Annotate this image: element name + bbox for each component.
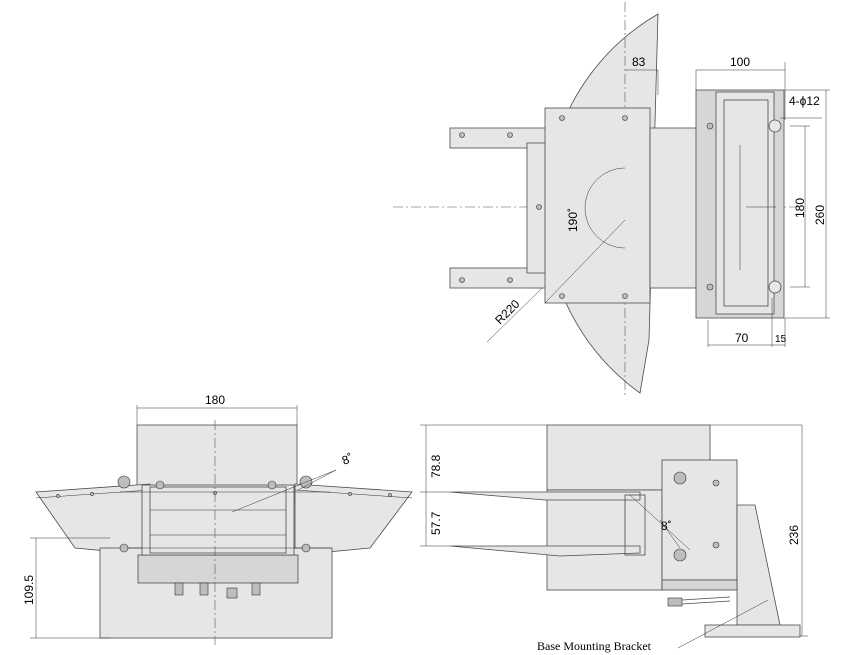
top-view: 83 100 4-ϕ12 180 260 70 15 190˚ R220 — [393, 2, 830, 395]
side-view: 78.8 57.7 8˚ 236 Base Mounting Bracket — [420, 424, 808, 653]
lower-jaw — [449, 545, 641, 557]
angle-semicircle — [584, 167, 626, 249]
mount-hole — [768, 119, 782, 133]
main-body — [544, 107, 651, 304]
front-dim-height: 109.5 — [22, 575, 36, 605]
center-housing — [141, 484, 295, 556]
dim-100: 100 — [730, 55, 750, 69]
side-dim-angle: 8˚ — [661, 519, 672, 533]
side-dim-78-8: 78.8 — [429, 454, 443, 478]
side-bracket — [661, 459, 738, 581]
dim-180: 180 — [793, 198, 807, 218]
caption-leader — [677, 599, 769, 649]
dim-angle: 190˚ — [566, 208, 580, 232]
mount-hole — [768, 280, 782, 294]
dim-70: 70 — [735, 331, 749, 345]
side-dim-57-7: 57.7 — [429, 511, 443, 535]
dim-15: 15 — [775, 334, 787, 345]
dim-hole: 4-ϕ12 — [789, 94, 820, 108]
front-dim-angle: 8˚ — [340, 451, 355, 468]
base-mounting-bracket-caption: Base Mounting Bracket — [537, 639, 652, 653]
right-wing — [294, 483, 413, 556]
front-view: 180 8˚ 109.5 — [22, 393, 413, 645]
side-dim-236: 236 — [787, 525, 801, 545]
base-mounting-bracket — [736, 504, 781, 626]
upper-jaw — [449, 491, 641, 501]
dim-260: 260 — [813, 205, 827, 225]
dim-83: 83 — [632, 55, 646, 69]
front-dim-180: 180 — [205, 393, 225, 407]
